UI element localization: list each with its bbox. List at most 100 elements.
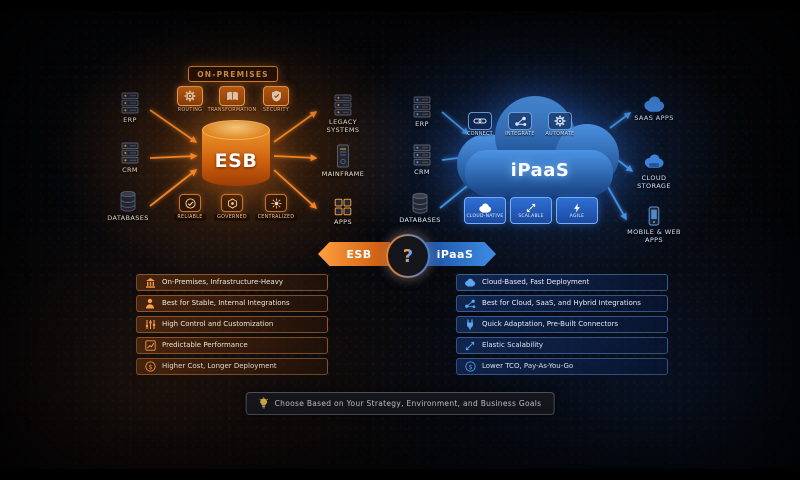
ipaas-source-crm: CRM [404, 144, 440, 176]
esb-points-list: On-Premises, Infrastructure-Heavy Best f… [136, 274, 328, 375]
server-icon [413, 96, 431, 118]
agile-bolt-icon [573, 203, 581, 213]
on-premises-badge: ON-PREMISES [188, 66, 278, 82]
ipaas-points-list: Cloud-Based, Fast Deployment Best for Cl… [456, 274, 668, 375]
node-label: DATABASES [399, 216, 441, 224]
letterbox-bottom [0, 469, 800, 480]
list-item: Predictable Performance [136, 337, 328, 354]
ipaas-cloud [445, 90, 630, 206]
connect-tile [468, 112, 492, 130]
versus-ipaas-label: iPaaS [436, 247, 474, 261]
transformation-book-icon [226, 91, 239, 102]
footer-text: Choose Based on Your Strategy, Environme… [274, 399, 542, 408]
node-label: LEGACY SYSTEMS [326, 118, 360, 135]
plug-icon [464, 319, 476, 330]
cloud-shape [457, 96, 619, 196]
node-label: SAAS APPS [634, 114, 674, 122]
automate-gear-icon [554, 115, 566, 127]
node-label: MOBILE & WEB APPS [627, 228, 681, 245]
point-text: Best for Stable, Internal Integrations [162, 298, 290, 307]
list-item: Lower TCO, Pay-As-You-Go [456, 358, 668, 375]
esb-source-erp: ERP [112, 92, 148, 124]
badge-label: RELIABLE [174, 214, 206, 221]
list-item: Best for Cloud, SaaS, and Hybrid Integra… [456, 295, 668, 312]
footer-note: Choose Based on Your Strategy, Environme… [245, 392, 555, 415]
esb-cylinder-top [202, 120, 270, 140]
esb-title: ESB [214, 150, 258, 172]
point-text: Elastic Scalability [482, 340, 544, 349]
badge-label: GOVERNED [214, 214, 250, 221]
node-label: APPS [333, 218, 352, 226]
server-icon [121, 92, 139, 114]
ipaas-badge-cloud-native: CLOUD-NATIVE [464, 197, 506, 224]
list-item: Higher Cost, Longer Deployment [136, 358, 328, 375]
versus-ipaas-arrow: iPaaS [424, 242, 496, 266]
node-label: DATABASES [107, 214, 149, 222]
reliable-check-icon [185, 198, 196, 209]
feature-label: SECURITY [263, 108, 289, 113]
list-item: High Control and Customization [136, 316, 328, 333]
node-label: CRM [414, 168, 430, 176]
list-item: Quick Adaptation, Pre-Built Connectors [456, 316, 668, 333]
list-item: Cloud-Based, Fast Deployment [456, 274, 668, 291]
share-nodes-icon [464, 299, 476, 309]
automate-tile [548, 112, 572, 130]
ipaas-source-databases: DATABASES [396, 192, 444, 224]
esb-feature-security: SECURITY [256, 86, 296, 113]
feature-label: INTEGRATE [505, 132, 535, 137]
point-text: On-Premises, Infrastructure-Heavy [162, 277, 283, 286]
security-shield-icon [271, 90, 282, 102]
expand-arrows-icon [464, 341, 476, 351]
sliders-icon [144, 319, 156, 330]
badge-label: CENTRALIZED [254, 214, 298, 221]
security-tile [263, 86, 289, 106]
node-label: ERP [123, 116, 137, 124]
ipaas-feature-automate: AUTOMATE [542, 112, 578, 137]
question-mark: ? [402, 245, 414, 267]
esb-target-legacy-systems: LEGACY SYSTEMS [320, 94, 366, 134]
integrate-tile [508, 112, 532, 130]
badge-label: AGILE [569, 213, 585, 219]
server-icon [334, 94, 352, 116]
node-label: ERP [415, 120, 429, 128]
cloud-storage-icon [642, 154, 666, 172]
feature-label: AUTOMATE [545, 132, 575, 137]
ipaas-feature-connect: CONNECT [462, 112, 498, 137]
list-item: On-Premises, Infrastructure-Heavy [136, 274, 328, 291]
governed-tile [221, 194, 243, 212]
esb-badge-centralized: CENTRALIZED [254, 194, 298, 221]
feature-label: CONNECT [467, 132, 493, 137]
versus-esb-label: ESB [346, 247, 372, 261]
scalable-expand-icon [526, 203, 536, 213]
ipaas-target-saas-apps: SAAS APPS [630, 96, 678, 122]
ipaas-badge-scalable: SCALABLE [510, 197, 552, 224]
building-icon [144, 277, 156, 288]
dollar-icon [144, 361, 156, 372]
mainframe-icon [335, 144, 351, 168]
esb-hub: ESB [202, 120, 270, 186]
mobile-phone-icon [647, 206, 661, 226]
lightbulb-icon [259, 397, 269, 410]
versus-esb-arrow: ESB [318, 242, 390, 266]
point-text: Best for Cloud, SaaS, and Hybrid Integra… [482, 298, 641, 307]
point-text: High Control and Customization [162, 319, 274, 328]
ipaas-target-mobile-web-apps: MOBILE & WEB APPS [626, 206, 682, 244]
on-premises-label: ON-PREMISES [197, 69, 269, 79]
node-label: CLOUD STORAGE [637, 174, 671, 191]
node-label: MAINFRAME [321, 170, 365, 178]
reliable-tile [179, 194, 201, 212]
server-icon [121, 142, 139, 164]
esb-feature-routing: ROUTING [170, 86, 210, 113]
esb-target-apps: APPS [322, 198, 364, 226]
badge-label: CLOUD-NATIVE [466, 213, 504, 219]
ipaas-source-erp: ERP [404, 96, 440, 128]
point-text: Higher Cost, Longer Deployment [162, 361, 277, 370]
ipaas-title: iPaaS [510, 160, 570, 181]
esb-badge-governed: GOVERNED [212, 194, 252, 221]
routing-tile [177, 86, 203, 106]
node-label: CRM [122, 166, 138, 174]
letterbox-top [0, 0, 800, 11]
esb-badge-reliable: RELIABLE [170, 194, 210, 221]
database-icon [411, 192, 429, 214]
